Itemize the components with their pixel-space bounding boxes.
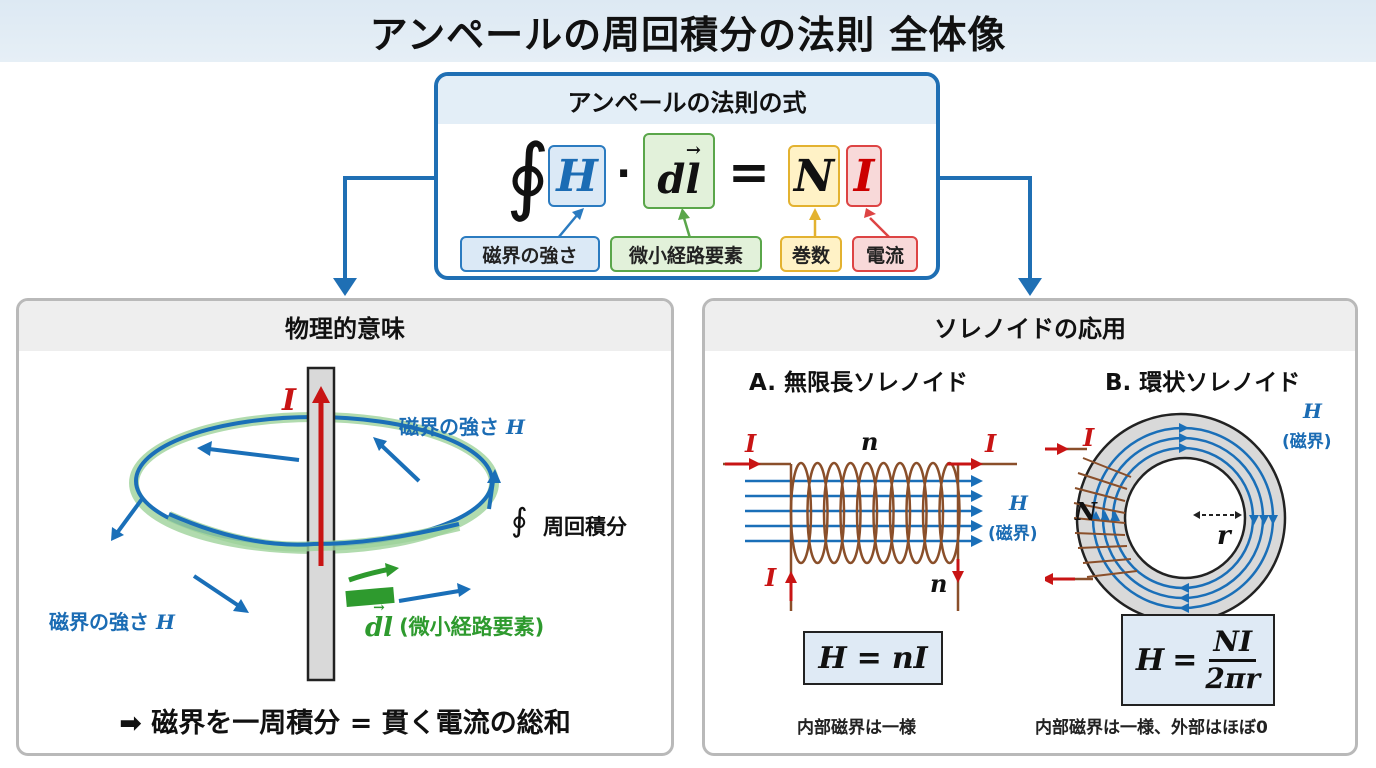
dl-direction-arrow: [348, 566, 392, 583]
turns-density-label-bottom: n: [930, 569, 948, 598]
coil-turn: [888, 461, 912, 565]
coil-turn: [921, 461, 945, 565]
loop-diagram: [111, 366, 501, 682]
connector-arrows: [333, 176, 1042, 296]
page-title: アンペールの周回積分の法則 全体像: [369, 12, 1007, 57]
summary-text: 磁界を一周積分 = 貫く電流の総和: [151, 708, 571, 739]
field-symbol-top: H: [505, 415, 525, 439]
symbol-N-text: N: [793, 150, 835, 202]
formula-heading: アンペールの法則の式: [438, 76, 936, 124]
infinite-field-label: (磁界): [988, 524, 1038, 544]
toroid-formula-box: H = NI 2πr: [1121, 614, 1275, 706]
symbol-H: H: [548, 145, 606, 207]
integral-symbol: ∮: [511, 501, 528, 539]
symbol-dl: → dl: [643, 133, 715, 209]
vector-arrow: →: [685, 140, 701, 161]
solenoid-heading: ソレノイドの応用: [705, 301, 1355, 351]
dl-symbol: → dl: [365, 601, 393, 641]
symbol-dl-text: dl: [657, 156, 701, 203]
infinite-current-out-label: I: [985, 429, 997, 458]
arrowhead-right: [1018, 278, 1042, 296]
symbol-I: I: [846, 145, 882, 207]
coil-turn: [905, 461, 928, 565]
toroid-winding: [1073, 457, 1138, 578]
physical-meaning-panel: 物理的意味 I 磁界の強さ H 磁界の強さ H ∮ 周回積分 → dl: [16, 298, 674, 756]
infinite-formula-box: H = nI: [803, 631, 943, 685]
toroid-field-label: (磁界): [1282, 432, 1332, 452]
field-label-bottom-text: 磁界の強さ: [49, 610, 149, 634]
toroid-current-arrows: [1045, 443, 1075, 585]
field-label-top-text: 磁界の強さ: [399, 415, 499, 439]
connector-right: [940, 176, 1032, 282]
toroid-fraction: NI 2πr: [1205, 625, 1260, 696]
infinite-field-symbol: H: [1009, 491, 1028, 515]
dl-element: [345, 586, 395, 608]
integral-label: 周回積分: [543, 515, 627, 539]
physical-meaning-heading: 物理的意味: [19, 301, 671, 351]
toroid-formula-denominator: 2πr: [1205, 661, 1261, 695]
symbol-H-text: H: [556, 150, 598, 202]
label-magnetic-field-strength: 磁界の強さ: [460, 236, 600, 272]
coil-turns: [789, 461, 961, 565]
connector-left: [343, 176, 436, 282]
coil-turn: [822, 461, 846, 565]
infinite-formula-rhs: nI: [891, 640, 928, 676]
coil-turn: [872, 461, 895, 565]
solenoid-panel: ソレノイドの応用 A. 無限長ソレノイド I I I n n H (磁界) H …: [702, 298, 1358, 756]
symbol-I-text: I: [853, 150, 875, 202]
toroidal-solenoid-diagram: [1045, 412, 1287, 621]
toroid-radius-label: r: [1217, 521, 1231, 551]
turns-density-label-top: n: [861, 427, 879, 456]
dl-label-text: (微小経路要素): [399, 615, 545, 639]
dl-symbol-text: dl: [365, 613, 394, 643]
toroid-field-arrowheads: [1091, 423, 1278, 613]
label-turns: 巻数: [780, 236, 842, 272]
equation-row: ∮ H · → dl = N I: [438, 131, 936, 221]
field-vectors: [111, 437, 501, 613]
field-lines: [745, 475, 983, 547]
toroid-formula-lhs: H: [1135, 642, 1165, 678]
infinite-current-bottom-label: I: [765, 563, 777, 592]
infinite-solenoid-title: A. 無限長ソレノイド: [749, 370, 968, 396]
title-bar: アンペールの周回積分の法則 全体像: [0, 0, 1376, 62]
infinite-note: 内部磁界は一様: [797, 718, 916, 738]
toroid-turns-label: N: [1075, 497, 1097, 526]
toroid-field-symbol: H: [1303, 399, 1322, 423]
coil-turn: [855, 461, 879, 565]
contour-integral-symbol: ∮: [506, 126, 550, 224]
toroid-formula-numerator: NI: [1209, 625, 1257, 662]
dot-operator: ·: [616, 151, 632, 197]
coil-turn: [806, 461, 829, 565]
infinite-current-in-label: I: [745, 429, 757, 458]
dl-label: → dl (微小経路要素): [365, 601, 544, 641]
toroid-formula-eq: =: [1172, 642, 1198, 678]
label-path-element: 微小経路要素: [610, 236, 762, 272]
label-current: 電流: [852, 236, 918, 272]
infinite-formula-eq: =: [856, 640, 882, 676]
infinite-solenoid-diagram: [723, 458, 1017, 611]
symbol-N: N: [788, 145, 840, 207]
current-arrows: [725, 458, 983, 601]
right-arrow-icon: ➡: [119, 708, 142, 739]
field-label-top: 磁界の強さ H: [399, 411, 525, 440]
toroid-current-label: I: [1083, 423, 1095, 452]
arrowhead-left: [333, 278, 357, 296]
toroidal-solenoid-title: B. 環状ソレノイド: [1105, 370, 1301, 396]
label-pointers: [557, 208, 891, 239]
toroid-note: 内部磁界は一様、外部はほぼ0: [1035, 718, 1268, 738]
field-symbol-bottom: H: [155, 610, 175, 634]
dl-vector-arrow: →: [373, 600, 385, 616]
infinite-formula-lhs: H: [818, 640, 847, 676]
ampere-formula-box: アンペールの法則の式 ∮ H · → dl = N I 磁界の強さ 微小経路要素…: [434, 72, 940, 280]
coil-turn: [839, 461, 862, 565]
summary-statement: ➡ 磁界を一周積分 = 貫く電流の総和: [19, 701, 671, 740]
field-label-bottom: 磁界の強さ H: [49, 606, 175, 635]
equals-sign: =: [728, 143, 770, 201]
current-label: I: [282, 383, 297, 418]
